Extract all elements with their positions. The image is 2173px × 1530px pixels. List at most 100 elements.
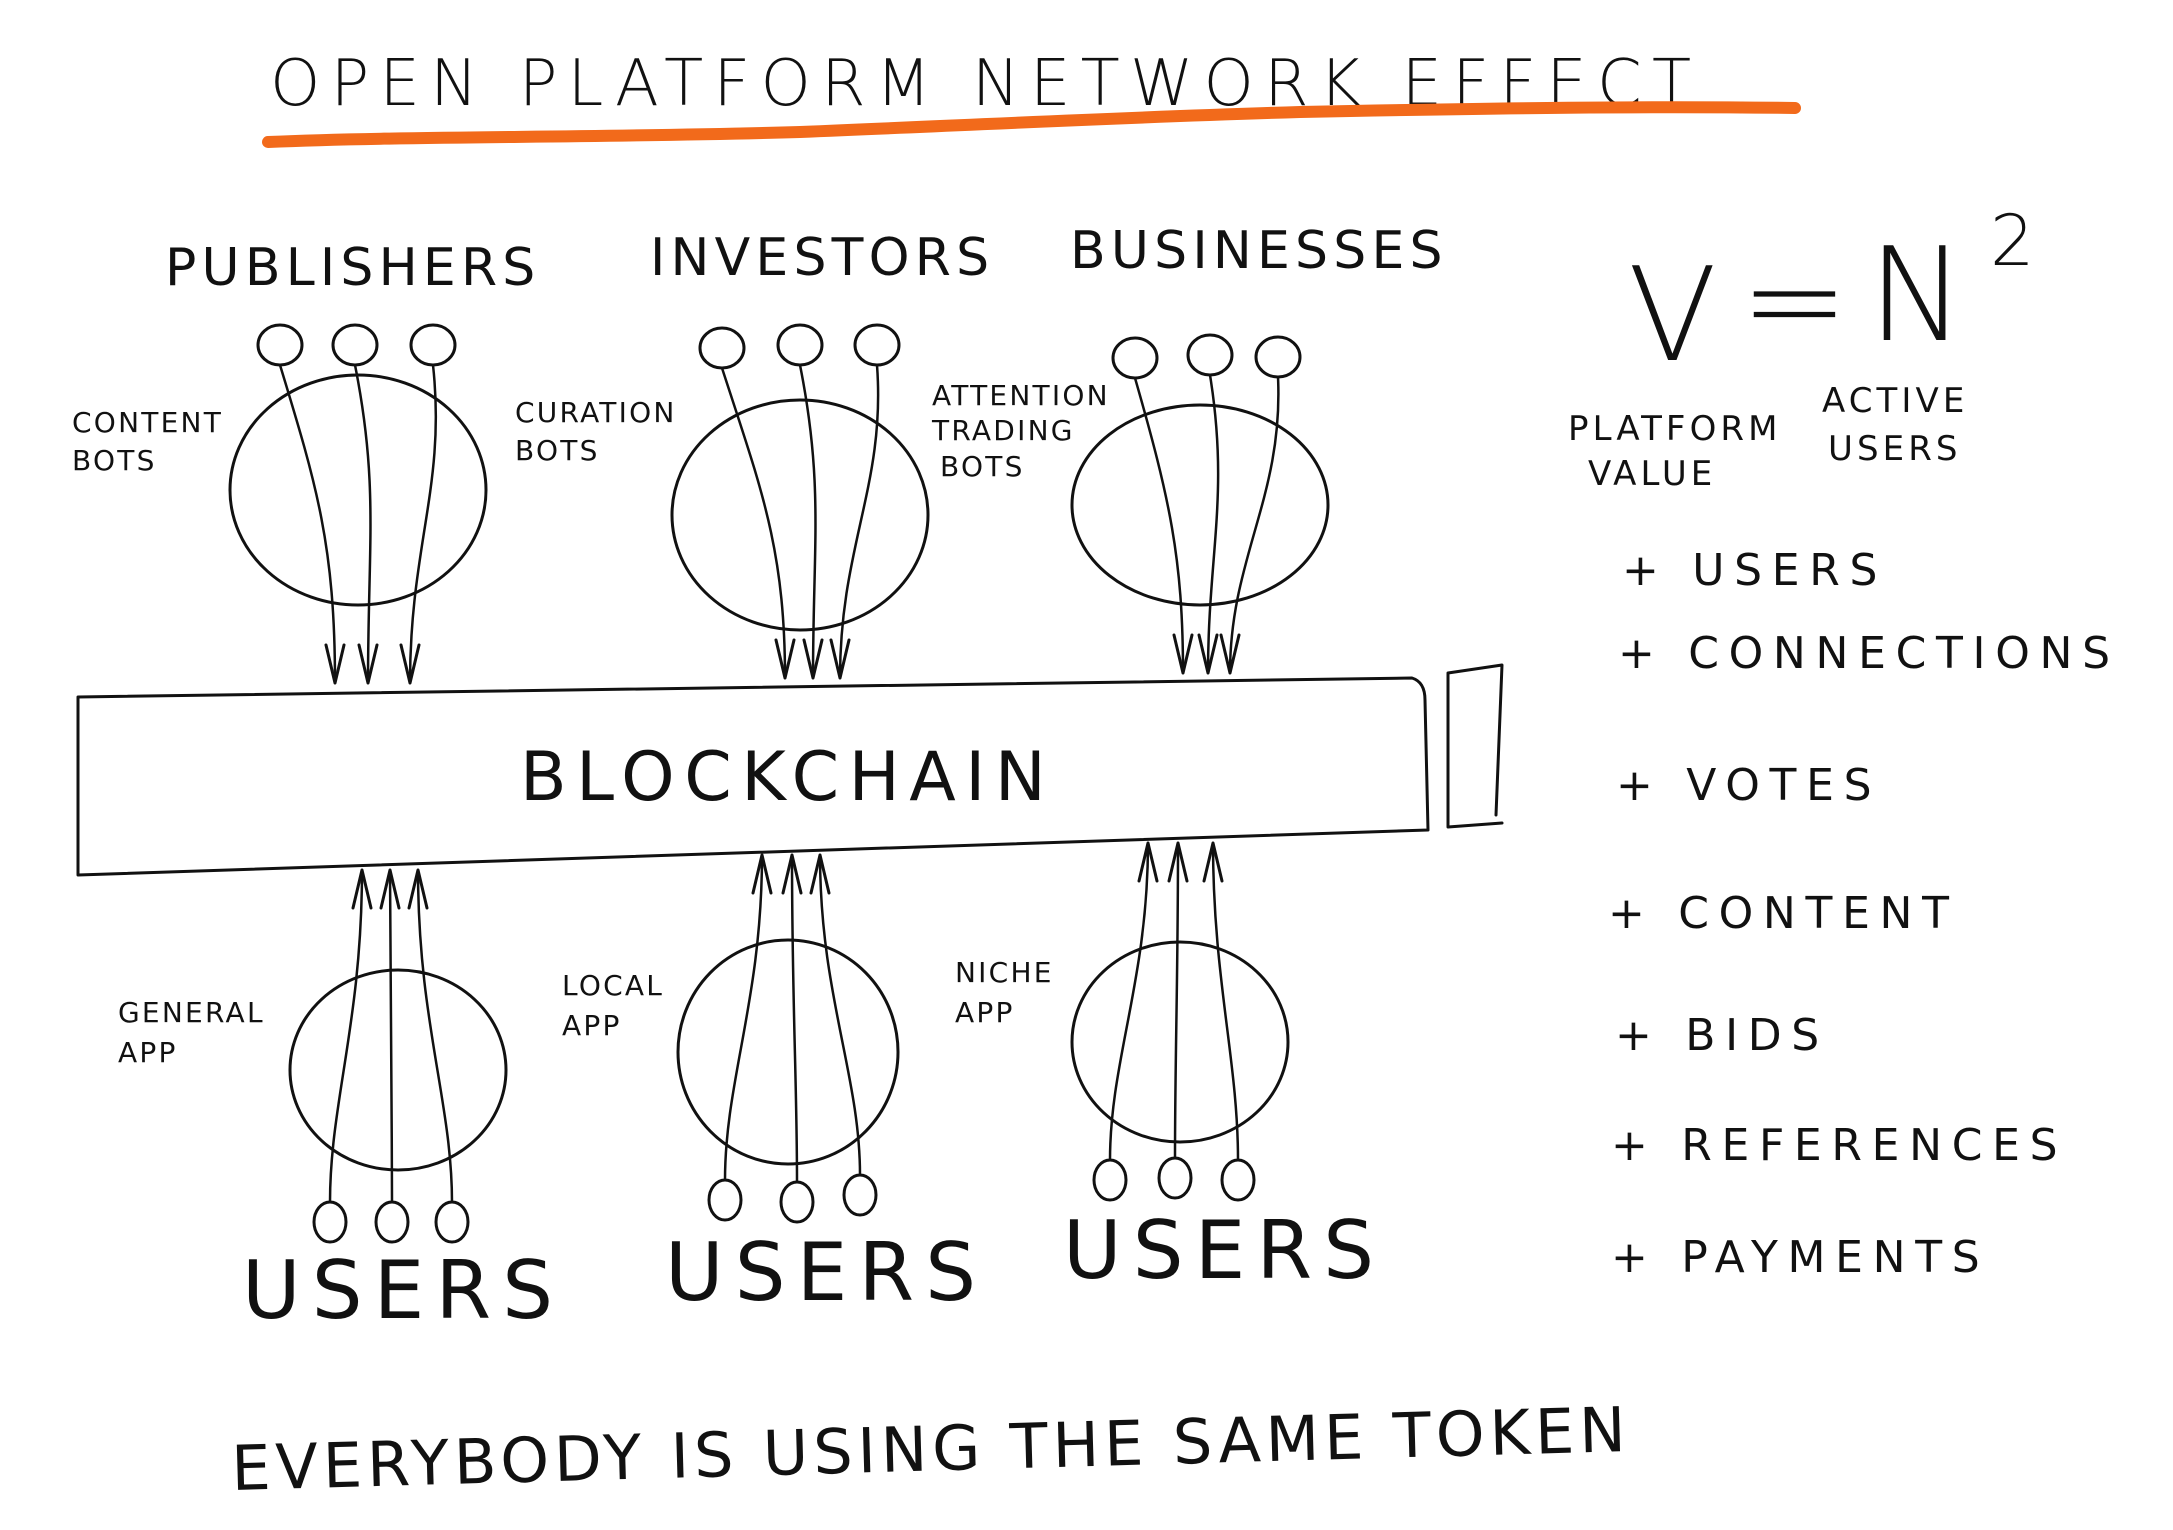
- participant-node: [776, 323, 824, 367]
- bot-cluster-blob: [228, 373, 488, 607]
- svg-text:CONTENT: CONTENT: [72, 406, 223, 439]
- equation-rhs: N: [1868, 219, 1981, 371]
- title-underline: [262, 101, 1801, 148]
- app-label-local: LOCAL APP: [562, 969, 664, 1042]
- flow-line: [1228, 375, 1280, 675]
- user-node: [1220, 1158, 1256, 1202]
- arrow-down-icon: [1172, 633, 1194, 675]
- footer-statement: EVERYBODY IS USING THE SAME TOKEN: [230, 1393, 1631, 1505]
- flow-line: [818, 853, 862, 1177]
- participant-node: [331, 323, 379, 367]
- participant-node: [1111, 336, 1159, 380]
- flow-line: [278, 363, 337, 685]
- flow-line: [1206, 373, 1220, 675]
- factor-item: + CONTENT: [1608, 888, 1959, 939]
- factor-item: + USERS: [1622, 545, 1887, 596]
- user-node: [374, 1200, 410, 1244]
- bot-label-curation: CURATION BOTS: [515, 396, 677, 467]
- svg-text:CURATION: CURATION: [515, 396, 677, 429]
- top-group-1: [670, 323, 930, 680]
- top-group-0: [228, 323, 488, 685]
- factor-item: + CONNECTIONS: [1618, 628, 2120, 679]
- svg-text:PLATFORM: PLATFORM: [1568, 409, 1782, 449]
- arrow-up-icon: [1137, 841, 1159, 883]
- flow-line: [1211, 841, 1240, 1162]
- flow-line: [1108, 841, 1150, 1162]
- flow-line: [328, 868, 364, 1204]
- svg-text:APP: APP: [562, 1009, 622, 1042]
- equation-equals: =: [1740, 224, 1865, 376]
- svg-text:APP: APP: [955, 996, 1015, 1029]
- svg-text:ACTIVE: ACTIVE: [1822, 381, 1968, 421]
- svg-text:BOTS: BOTS: [72, 444, 157, 477]
- flow-line: [1173, 841, 1180, 1160]
- user-node: [1092, 1158, 1128, 1202]
- app-label-general: GENERAL APP: [118, 996, 265, 1069]
- svg-text:APP: APP: [118, 1036, 178, 1069]
- arrow-down-icon: [1197, 633, 1219, 675]
- svg-text:GENERAL: GENERAL: [118, 996, 265, 1029]
- flow-line: [388, 868, 394, 1204]
- user-node: [779, 1180, 815, 1224]
- user-node: [1157, 1156, 1193, 1200]
- flow-line: [838, 363, 880, 680]
- svg-text:BOTS: BOTS: [515, 434, 600, 467]
- bot-cluster-blob: [670, 398, 930, 632]
- equation-lhs-label: PLATFORM VALUE: [1568, 409, 1782, 494]
- bottom-group-1: [676, 853, 900, 1224]
- user-node: [707, 1178, 743, 1222]
- bot-label-content: CONTENT BOTS: [72, 406, 223, 477]
- participant-node: [698, 326, 746, 370]
- arrow-up-icon: [379, 868, 401, 910]
- blockchain-bar: [76, 676, 1430, 877]
- user-node: [312, 1200, 348, 1244]
- user-node: [434, 1200, 470, 1244]
- bottom-group-0: [288, 868, 508, 1244]
- svg-text:NICHE: NICHE: [955, 956, 1054, 989]
- svg-text:USERS: USERS: [1828, 429, 1962, 469]
- users-label-local: USERS: [665, 1226, 987, 1319]
- equation-exponent: 2: [1990, 200, 2043, 282]
- flow-line: [1133, 376, 1185, 675]
- arrow-down-icon: [357, 643, 379, 685]
- equation-lhs: V: [1628, 239, 1733, 391]
- app-cluster-blob: [288, 968, 508, 1172]
- network-value-equation: V = N 2: [1628, 200, 2043, 391]
- flow-line: [790, 853, 799, 1184]
- app-cluster-blob: [676, 938, 900, 1166]
- arrow-down-icon: [829, 638, 851, 680]
- arrow-up-icon: [781, 853, 803, 895]
- factor-item: + BIDS: [1615, 1010, 1829, 1061]
- participant-node: [1254, 335, 1302, 379]
- bot-cluster-blob: [1070, 403, 1330, 607]
- flow-line: [798, 363, 817, 680]
- arrow-up-icon: [1167, 841, 1189, 883]
- group-heading-publishers: PUBLISHERS: [165, 238, 541, 298]
- group-heading-businesses: BUSINESSES: [1070, 221, 1448, 281]
- participant-node: [853, 323, 901, 367]
- arrow-down-icon: [1219, 633, 1241, 675]
- flow-line: [720, 366, 787, 680]
- app-label-niche: NICHE APP: [955, 956, 1054, 1029]
- arrow-down-icon: [774, 638, 796, 680]
- bottom-group-2: [1070, 841, 1290, 1202]
- factor-item: + VOTES: [1616, 760, 1881, 811]
- arrow-up-icon: [751, 853, 773, 895]
- arrow-down-icon: [399, 643, 421, 685]
- app-cluster-blob: [1070, 940, 1290, 1144]
- participant-node: [409, 323, 457, 367]
- network-effect-factors-list: + USERS + CONNECTIONS + VOTES + CONTENT …: [1608, 545, 2120, 1283]
- participant-node: [1186, 333, 1234, 377]
- blockchain-next-block: [1446, 663, 1504, 829]
- svg-text:LOCAL: LOCAL: [562, 969, 664, 1002]
- flow-line: [408, 363, 438, 685]
- users-label-general: USERS: [242, 1244, 564, 1337]
- svg-text:TRADING: TRADING: [931, 414, 1075, 447]
- svg-text:VALUE: VALUE: [1588, 454, 1716, 494]
- factor-item: + PAYMENTS: [1611, 1232, 1989, 1283]
- arrow-up-icon: [1202, 841, 1224, 883]
- bot-label-attention-trading: ATTENTION TRADING BOTS: [931, 379, 1110, 483]
- participant-node: [256, 323, 304, 367]
- svg-text:ATTENTION: ATTENTION: [932, 379, 1110, 412]
